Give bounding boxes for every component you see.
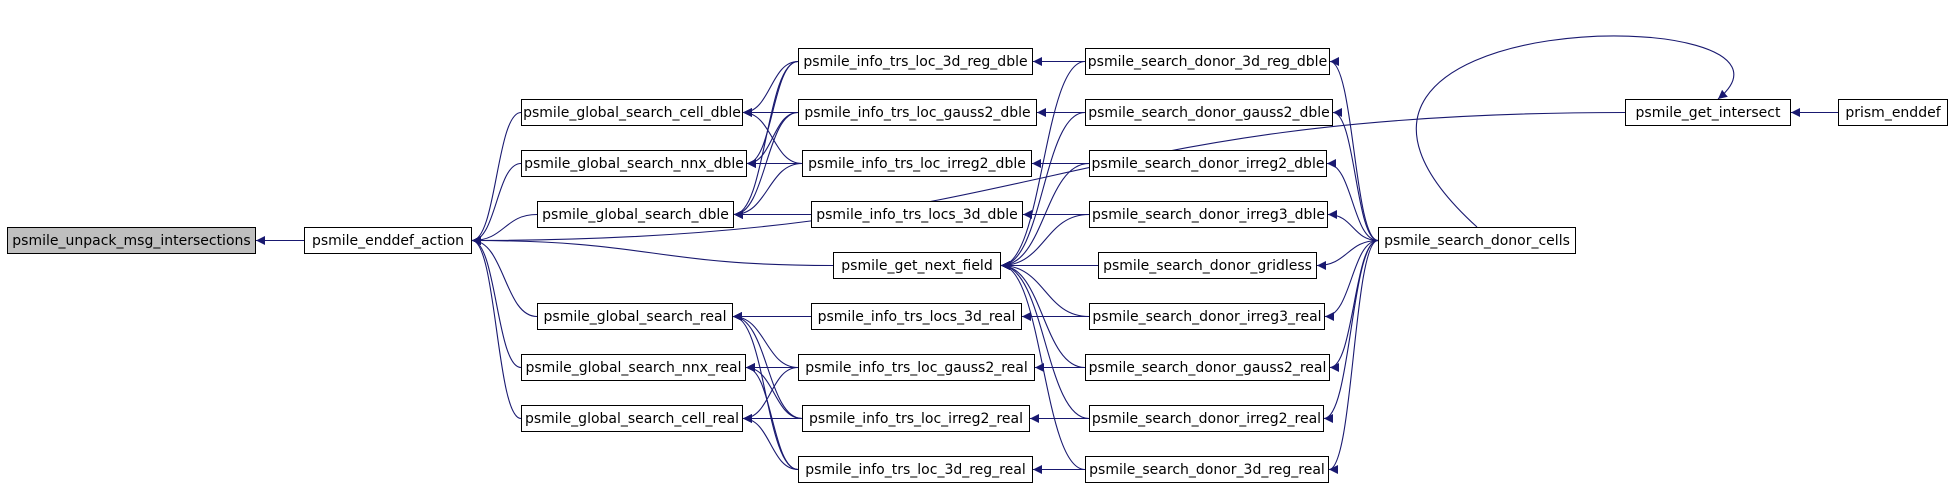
node-psmile-search-donor-irreg2-dble[interactable]: psmile_search_donor_irreg2_dble: [1089, 150, 1327, 177]
edge-n_sd_irreg3_real-to-n_get_next_field: [1000, 261, 1090, 318]
edge-n_its_gauss2_dble-to-n_gs_nnx_dble: [746, 111, 799, 168]
node-psmile-info-trs-loc-gauss2-dble[interactable]: psmile_info_trs_loc_gauss2_dble: [798, 99, 1037, 126]
edge-n_sd_irreg3_dble-to-n_get_next_field: [1000, 213, 1090, 270]
edge-n_sd_gauss2_dble-to-n_get_next_field: [1000, 111, 1086, 270]
node-psmile-info-trs-loc-irreg2-real[interactable]: psmile_info_trs_loc_irreg2_real: [802, 405, 1030, 432]
edge-n_its_gauss2_real-to-n_gs_real: [732, 312, 799, 369]
node-psmile-info-trs-locs-3d-dble[interactable]: psmile_info_trs_locs_3d_dble: [811, 201, 1023, 228]
edge-n_sd_cells-to-n_sd_gridless: [1316, 239, 1379, 270]
node-psmile-info-trs-locs-3d-real[interactable]: psmile_info_trs_locs_3d_real: [811, 303, 1022, 330]
node-psmile-search-donor-gauss2-dble[interactable]: psmile_search_donor_gauss2_dble: [1085, 99, 1333, 126]
edge-n_gs_cell_dble-to-n_enddef_action: [471, 111, 522, 245]
edge-n_sd_cells-to-n_sd_irreg2_real: [1323, 239, 1379, 423]
edge-n_sd_gauss2_real-to-n_get_next_field: [1000, 261, 1086, 369]
edge-n_sd_cells-to-n_get_intersect: [1415, 35, 1735, 228]
edge-n_sd_cells-to-n_sd_gauss2_dble: [1332, 108, 1379, 242]
node-psmile-search-donor-irreg3-real[interactable]: psmile_search_donor_irreg3_real: [1089, 303, 1325, 330]
edge-n_sd_cells-to-n_sd_3d_reg_dble: [1329, 57, 1379, 242]
node-psmile-get-intersect[interactable]: psmile_get_intersect: [1625, 99, 1791, 126]
node-psmile-global-search-cell-dble[interactable]: psmile_global_search_cell_dble: [521, 99, 743, 126]
node-psmile-info-trs-loc-3d-reg-dble[interactable]: psmile_info_trs_loc_3d_reg_dble: [798, 48, 1033, 75]
node-psmile-unpack-msg-intersections[interactable]: psmile_unpack_msg_intersections: [7, 227, 256, 254]
edge-n_gs_nnx_real-to-n_enddef_action: [471, 236, 522, 369]
edge-n_its_3d_reg_real-to-n_gs_real: [732, 312, 799, 471]
node-psmile-global-search-cell-real[interactable]: psmile_global_search_cell_real: [521, 405, 743, 432]
edge-n_gs_cell_real-to-n_enddef_action: [471, 236, 522, 420]
node-psmile-global-search-real[interactable]: psmile_global_search_real: [537, 303, 733, 330]
node-psmile-global-search-nnx-dble[interactable]: psmile_global_search_nnx_dble: [521, 150, 747, 177]
edge-n_its_irreg2_dble-to-n_gs_dble: [733, 162, 803, 219]
edge-n_gs_real-to-n_enddef_action: [471, 236, 538, 318]
edge-n_sd_cells-to-n_sd_irreg2_dble: [1326, 159, 1379, 242]
edge-n_its_3d_reg_dble-to-n_gs_dble: [733, 60, 799, 219]
edge-n_sd_cells-to-n_sd_irreg3_real: [1324, 239, 1379, 321]
node-psmile-global-search-nnx-real[interactable]: psmile_global_search_nnx_real: [521, 354, 746, 381]
node-psmile-enddef-action[interactable]: psmile_enddef_action: [304, 227, 472, 254]
edge-n_sd_irreg2_real-to-n_get_next_field: [1000, 261, 1090, 420]
node-psmile-search-donor-gridless[interactable]: psmile_search_donor_gridless: [1098, 252, 1317, 279]
edge-n_its_gauss2_dble-to-n_gs_dble: [733, 111, 799, 219]
node-psmile-info-trs-loc-3d-reg-real[interactable]: psmile_info_trs_loc_3d_reg_real: [798, 456, 1033, 483]
edge-n_get_next_field-to-n_enddef_action: [471, 236, 834, 267]
edge-n_sd_3d_reg_dble-to-n_get_next_field: [1000, 60, 1086, 270]
node-psmile-search-donor-irreg2-real[interactable]: psmile_search_donor_irreg2_real: [1089, 405, 1324, 432]
edge-n_gs_dble-to-n_enddef_action: [471, 213, 538, 245]
node-psmile-info-trs-loc-gauss2-real[interactable]: psmile_info_trs_loc_gauss2_real: [798, 354, 1035, 381]
node-psmile-get-next-field[interactable]: psmile_get_next_field: [833, 252, 1001, 279]
edge-n_sd_irreg2_dble-to-n_get_next_field: [1000, 162, 1090, 270]
node-psmile-search-donor-irreg3-dble[interactable]: psmile_search_donor_irreg3_dble: [1089, 201, 1328, 228]
node-psmile-global-search-dble[interactable]: psmile_global_search_dble: [537, 201, 734, 228]
node-psmile-search-donor-cells[interactable]: psmile_search_donor_cells: [1378, 227, 1576, 254]
node-prism-enddef[interactable]: prism_enddef: [1838, 99, 1948, 126]
edge-n_sd_cells-to-n_sd_irreg3_dble: [1327, 210, 1379, 242]
edge-n_get_intersect-to-n_enddef_action: [471, 111, 1626, 245]
edge-n_its_irreg2_real-to-n_gs_nnx_real: [745, 363, 803, 420]
node-psmile-info-trs-loc-irreg2-dble[interactable]: psmile_info_trs_loc_irreg2_dble: [802, 150, 1032, 177]
node-psmile-search-donor-gauss2-real[interactable]: psmile_search_donor_gauss2_real: [1085, 354, 1330, 381]
node-psmile-search-donor-3d-reg-dble[interactable]: psmile_search_donor_3d_reg_dble: [1085, 48, 1330, 75]
edge-n_its_3d_reg_real-to-n_gs_cell_real: [742, 414, 799, 471]
node-psmile-search-donor-3d-reg-real[interactable]: psmile_search_donor_3d_reg_real: [1085, 456, 1329, 483]
edge-n_its_3d_reg_dble-to-n_gs_cell_dble: [742, 60, 799, 117]
edge-n_sd_cells-to-n_sd_3d_reg_real: [1328, 239, 1379, 474]
edge-n_sd_3d_reg_real-to-n_get_next_field: [1000, 261, 1086, 471]
